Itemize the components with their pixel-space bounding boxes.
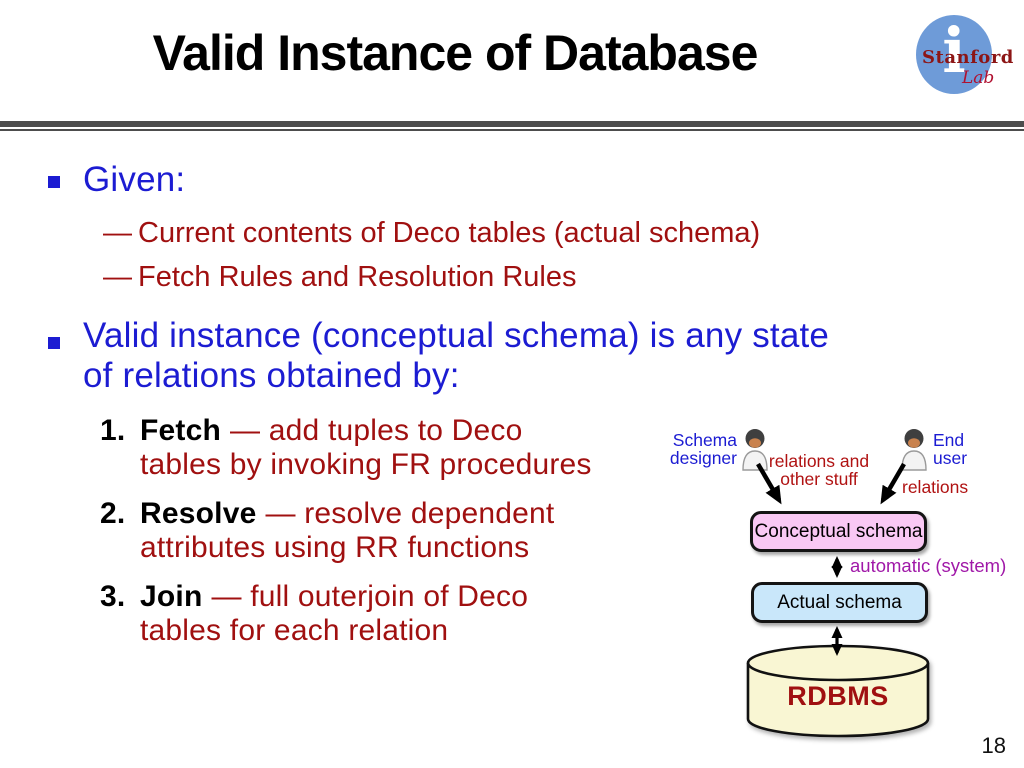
logo-sub-text: Lab — [962, 68, 995, 88]
step-description-cont: attributes using RR functions — [140, 531, 530, 564]
bullet-given-label: Given: — [83, 160, 186, 199]
actual-schema-box: Actual schema — [751, 582, 928, 623]
logo-brand-text: Stanford — [922, 47, 1014, 68]
step-number: 1. — [100, 414, 126, 447]
step-number: 2. — [100, 497, 126, 530]
step-description: — full outerjoin of Deco — [211, 580, 529, 613]
double-arrow-conceptual-actual-icon — [831, 556, 843, 578]
bullet-valid-line2: of relations obtained by: — [83, 356, 460, 395]
step-number: 3. — [100, 580, 126, 613]
step-item-fetch: 1. Fetch— add tuples to Deco tables by i… — [100, 414, 592, 482]
step-body: Resolve— resolve dependent attributes us… — [140, 497, 554, 565]
arrow-designer-to-conceptual-icon — [756, 462, 782, 505]
step-body: Join— full outerjoin of Deco tables for … — [140, 580, 528, 648]
arrow-user-to-conceptual-icon — [880, 462, 906, 505]
dash-marker: — — [103, 217, 132, 249]
bullet-valid-line1: Valid instance (conceptual schema) is an… — [83, 316, 830, 355]
step-item-join: 3. Join— full outerjoin of Deco tables f… — [100, 580, 528, 648]
double-arrow-actual-rdbms-icon — [831, 626, 843, 656]
step-item-resolve: 2. Resolve— resolve dependent attributes… — [100, 497, 554, 565]
step-term: Join — [140, 580, 203, 613]
bullet-square-icon — [48, 176, 60, 188]
relations-label: relations — [902, 477, 969, 497]
step-description: — resolve dependent — [265, 497, 555, 530]
stanford-infolab-logo: i Stanford Lab — [912, 12, 1014, 104]
sub-bullet-item: —Current contents of Deco tables (actual… — [103, 216, 760, 250]
relations-and-other-stuff-label: relations and other stuff — [768, 451, 870, 489]
conceptual-schema-box: Conceptual schema — [750, 511, 927, 552]
title-divider-thick — [0, 121, 1024, 127]
bullet-square-icon — [48, 337, 60, 349]
step-description: — add tuples to Deco — [230, 414, 523, 447]
step-term: Resolve — [140, 497, 257, 530]
bullet-valid-instance: Valid instance (conceptual schema) is an… — [83, 316, 829, 396]
automatic-system-label: automatic (system) — [850, 555, 1007, 576]
end-user-label: End user — [933, 430, 968, 468]
step-description-cont: tables by invoking FR procedures — [140, 448, 592, 481]
title-divider-thin — [0, 129, 1024, 131]
sub-bullet-text: Fetch Rules and Resolution Rules — [138, 261, 577, 293]
dash-marker: — — [103, 261, 132, 293]
logo-oval-icon — [916, 15, 992, 94]
slide-title: Valid Instance of Database — [152, 25, 759, 81]
step-body: Fetch— add tuples to Deco tables by invo… — [140, 414, 592, 482]
page-number: 18 — [981, 733, 1006, 758]
logo-i-letter: i — [942, 14, 966, 87]
sub-bullet-text: Current contents of Deco tables (actual … — [138, 217, 761, 249]
step-description-cont: tables for each relation — [140, 614, 449, 647]
person-icon — [901, 429, 927, 471]
sub-bullet-item: —Fetch Rules and Resolution Rules — [103, 260, 576, 294]
schema-designer-label: Schema designer — [669, 430, 737, 468]
rdbms-label: RDBMS — [787, 681, 889, 711]
step-term: Fetch — [140, 414, 222, 447]
